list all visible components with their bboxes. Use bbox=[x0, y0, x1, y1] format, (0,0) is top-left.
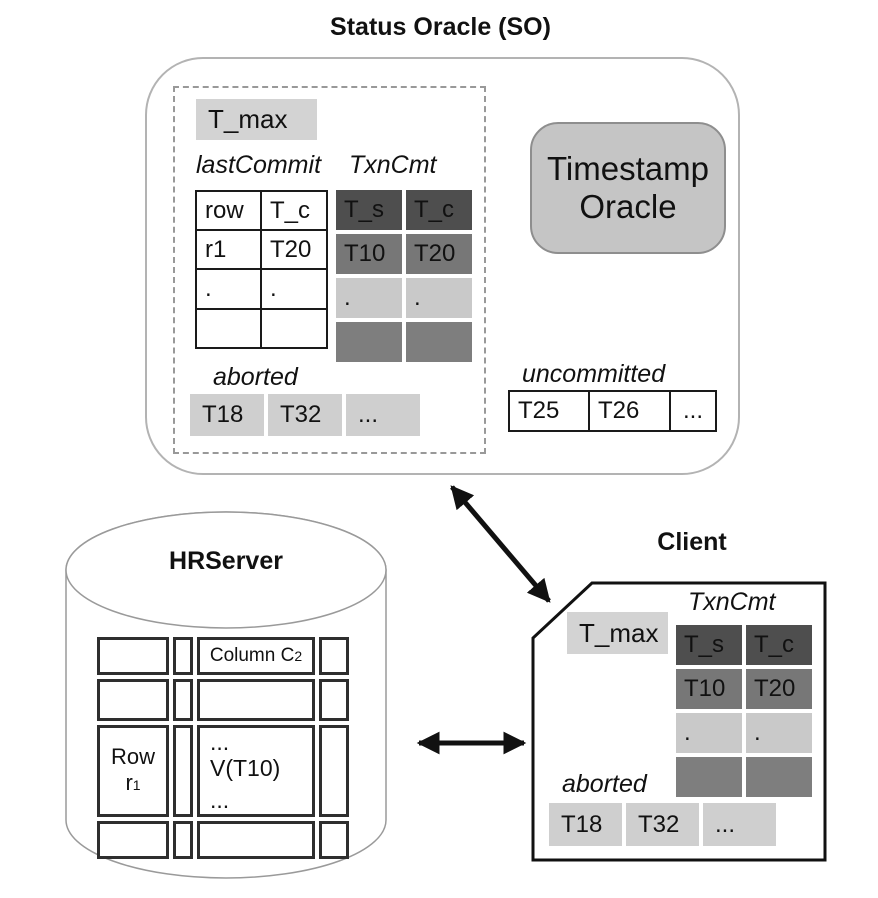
table-cell bbox=[97, 821, 169, 859]
table-cell bbox=[173, 679, 193, 721]
client-txncmt-label: TxnCmt bbox=[688, 588, 776, 616]
so-title: Status Oracle (SO) bbox=[330, 13, 551, 41]
so-lastcommit-label: lastCommit bbox=[196, 151, 322, 179]
table-cell: . bbox=[746, 713, 812, 753]
table-cell bbox=[319, 725, 349, 817]
so-client-bidirectional-arrow bbox=[450, 485, 551, 603]
so-tmax-label: T_max bbox=[196, 99, 317, 140]
so-txncmt-table: T_s T_c T10 T20 . . bbox=[336, 190, 472, 362]
table-cell bbox=[676, 757, 742, 797]
table-cell bbox=[97, 637, 169, 675]
so-txncmt-label: TxnCmt bbox=[349, 151, 437, 179]
table-cell: T18 bbox=[190, 394, 264, 436]
table-cell: T_s bbox=[336, 190, 402, 230]
so-aborted-strip: T18 T32 ... bbox=[190, 394, 420, 436]
subscript: 1 bbox=[132, 777, 141, 793]
table-cell bbox=[173, 637, 193, 675]
table-cell: r1 bbox=[195, 229, 262, 270]
table-cell: T_c bbox=[260, 190, 328, 231]
client-aborted-strip: T18 T32 ... bbox=[549, 803, 776, 846]
table-cell bbox=[319, 637, 349, 675]
so-inner-dashed-box bbox=[173, 86, 486, 454]
table-cell: T26 bbox=[588, 390, 671, 432]
table-cell bbox=[260, 308, 328, 349]
table-cell bbox=[173, 725, 193, 817]
table-cell bbox=[97, 679, 169, 721]
table-cell: T_s bbox=[676, 625, 742, 665]
table-cell: T25 bbox=[508, 390, 590, 432]
table-cell: T20 bbox=[746, 669, 812, 709]
client-title: Client bbox=[657, 528, 727, 556]
table-cell bbox=[197, 821, 315, 859]
table-cell bbox=[195, 308, 262, 349]
table-cell: T32 bbox=[268, 394, 342, 436]
subscript: 2 bbox=[294, 648, 303, 664]
so-lastcommit-table: row T_c r1 T20 . . bbox=[195, 190, 328, 349]
so-uncommitted-table: T25 T26 ... bbox=[508, 390, 717, 432]
table-cell bbox=[319, 679, 349, 721]
table-cell bbox=[336, 322, 402, 362]
table-cell: . bbox=[336, 278, 402, 318]
table-cell: T32 bbox=[626, 803, 699, 846]
table-cell: . bbox=[406, 278, 472, 318]
table-cell: . bbox=[195, 268, 262, 310]
table-cell bbox=[197, 679, 315, 721]
table-cell: T20 bbox=[406, 234, 472, 274]
table-cell: . bbox=[676, 713, 742, 753]
table-cell: T10 bbox=[336, 234, 402, 274]
timestamp-oracle-label: Timestamp Oracle bbox=[547, 150, 709, 225]
table-cell: row bbox=[195, 190, 262, 231]
table-cell bbox=[173, 821, 193, 859]
table-cell bbox=[319, 821, 349, 859]
table-cell: T_c bbox=[746, 625, 812, 665]
so-aborted-label: aborted bbox=[213, 363, 298, 391]
timestamp-oracle-box: Timestamp Oracle bbox=[530, 122, 726, 254]
hrserver-table: Column C2 Row r1 ... V(T10) ... bbox=[93, 633, 353, 863]
table-cell: T10 bbox=[676, 669, 742, 709]
table-cell: ... bbox=[669, 390, 717, 432]
value-cell: ... V(T10) ... bbox=[197, 725, 315, 817]
table-cell: ... bbox=[703, 803, 776, 846]
table-cell: T18 bbox=[549, 803, 622, 846]
table-cell: ... bbox=[346, 394, 420, 436]
client-aborted-label: aborted bbox=[562, 770, 647, 798]
row-label-cell: Row r1 bbox=[97, 725, 169, 817]
table-cell: . bbox=[260, 268, 328, 310]
table-cell: T20 bbox=[260, 229, 328, 270]
table-cell bbox=[406, 322, 472, 362]
client-txncmt-table: T_s T_c T10 T20 . . bbox=[676, 625, 812, 797]
column-header-cell: Column C2 bbox=[197, 637, 315, 675]
table-cell bbox=[746, 757, 812, 797]
client-tmax-label: T_max bbox=[567, 612, 668, 654]
hrserver-title: HRServer bbox=[169, 547, 283, 575]
table-cell: T_c bbox=[406, 190, 472, 230]
so-uncommitted-label: uncommitted bbox=[522, 360, 666, 388]
